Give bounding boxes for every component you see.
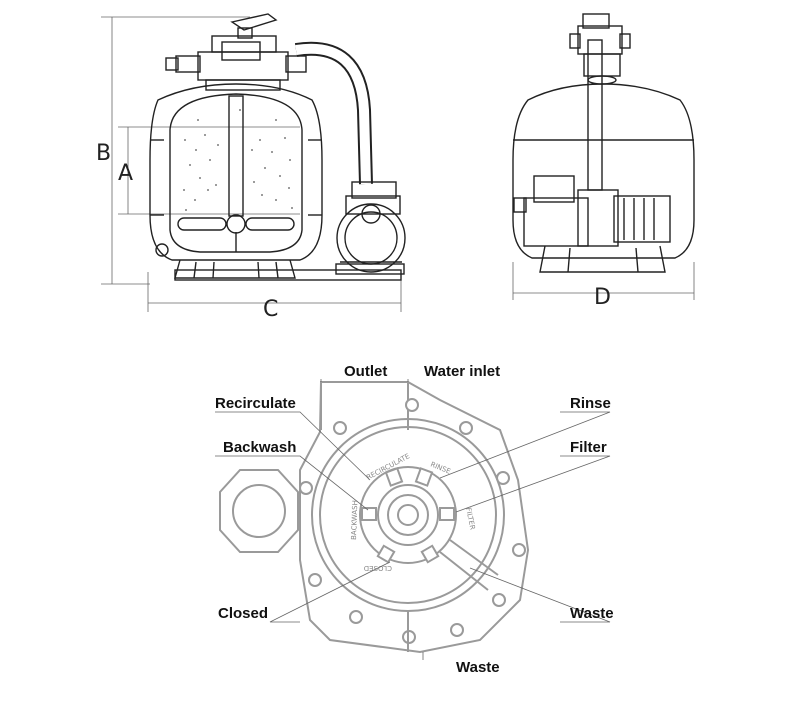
- dial-segments: [361, 467, 499, 652]
- label-closed: Closed: [218, 605, 268, 622]
- dimension-a-label: A: [118, 161, 133, 186]
- base-plate: [174, 269, 402, 281]
- center-pipe: [228, 95, 244, 217]
- lateral-right: [245, 217, 295, 231]
- side-pipe: [587, 39, 603, 191]
- side-tank-body: [512, 83, 695, 259]
- pump-base: [335, 263, 405, 275]
- valve-outer-flange: [299, 381, 530, 654]
- front-view: B A C: [96, 13, 406, 322]
- side-pump-housing: [523, 197, 589, 247]
- dimension-c: C: [147, 272, 402, 322]
- valve-port-right: [285, 55, 307, 73]
- drain-plug: [155, 243, 169, 257]
- bolt-holes: [299, 398, 526, 644]
- dimension-b: B: [96, 16, 250, 285]
- label-filter: Filter: [570, 439, 607, 456]
- dimension-d: D: [512, 262, 695, 310]
- sand-media: [183, 109, 293, 211]
- dimension-a: A: [118, 126, 300, 215]
- valve-dial-ring: [359, 466, 457, 564]
- dimension-c-label: C: [263, 297, 278, 322]
- side-pump-motor: [613, 195, 671, 243]
- dial-text-backwash: BACKWASH: [350, 500, 359, 540]
- pump-lid: [351, 181, 397, 199]
- label-rinse: Rinse: [570, 395, 611, 412]
- label-waste-right: Waste: [570, 605, 614, 622]
- side-base: [539, 245, 666, 273]
- label-waste-bottom: Waste: [456, 659, 500, 676]
- tank-base: [174, 259, 296, 279]
- valve-body: [197, 51, 289, 81]
- label-recirculate: Recirculate: [215, 395, 296, 412]
- side-port-opening: [232, 484, 286, 538]
- tank-body: [149, 83, 323, 261]
- label-backwash: Backwash: [223, 439, 296, 456]
- side-valve-handle: [582, 13, 610, 29]
- pump-housing: [336, 203, 406, 273]
- leader-lines: [215, 379, 611, 660]
- tank-cutaway: [169, 93, 303, 253]
- side-view: D: [512, 13, 695, 310]
- valve-center: [387, 494, 429, 536]
- label-outlet: Outlet: [344, 363, 387, 380]
- side-pump-lid: [533, 175, 575, 203]
- valve-top-view: RECIRCULATE RINSE BACKWASH FILTER CLOSED…: [215, 363, 614, 676]
- side-port-housing: [219, 469, 299, 553]
- valve-port-left: [175, 55, 201, 73]
- lateral-left: [177, 217, 227, 231]
- dimension-d-label: D: [594, 285, 611, 310]
- label-water-inlet: Water inlet: [424, 363, 500, 380]
- dimension-b-label: B: [96, 141, 111, 166]
